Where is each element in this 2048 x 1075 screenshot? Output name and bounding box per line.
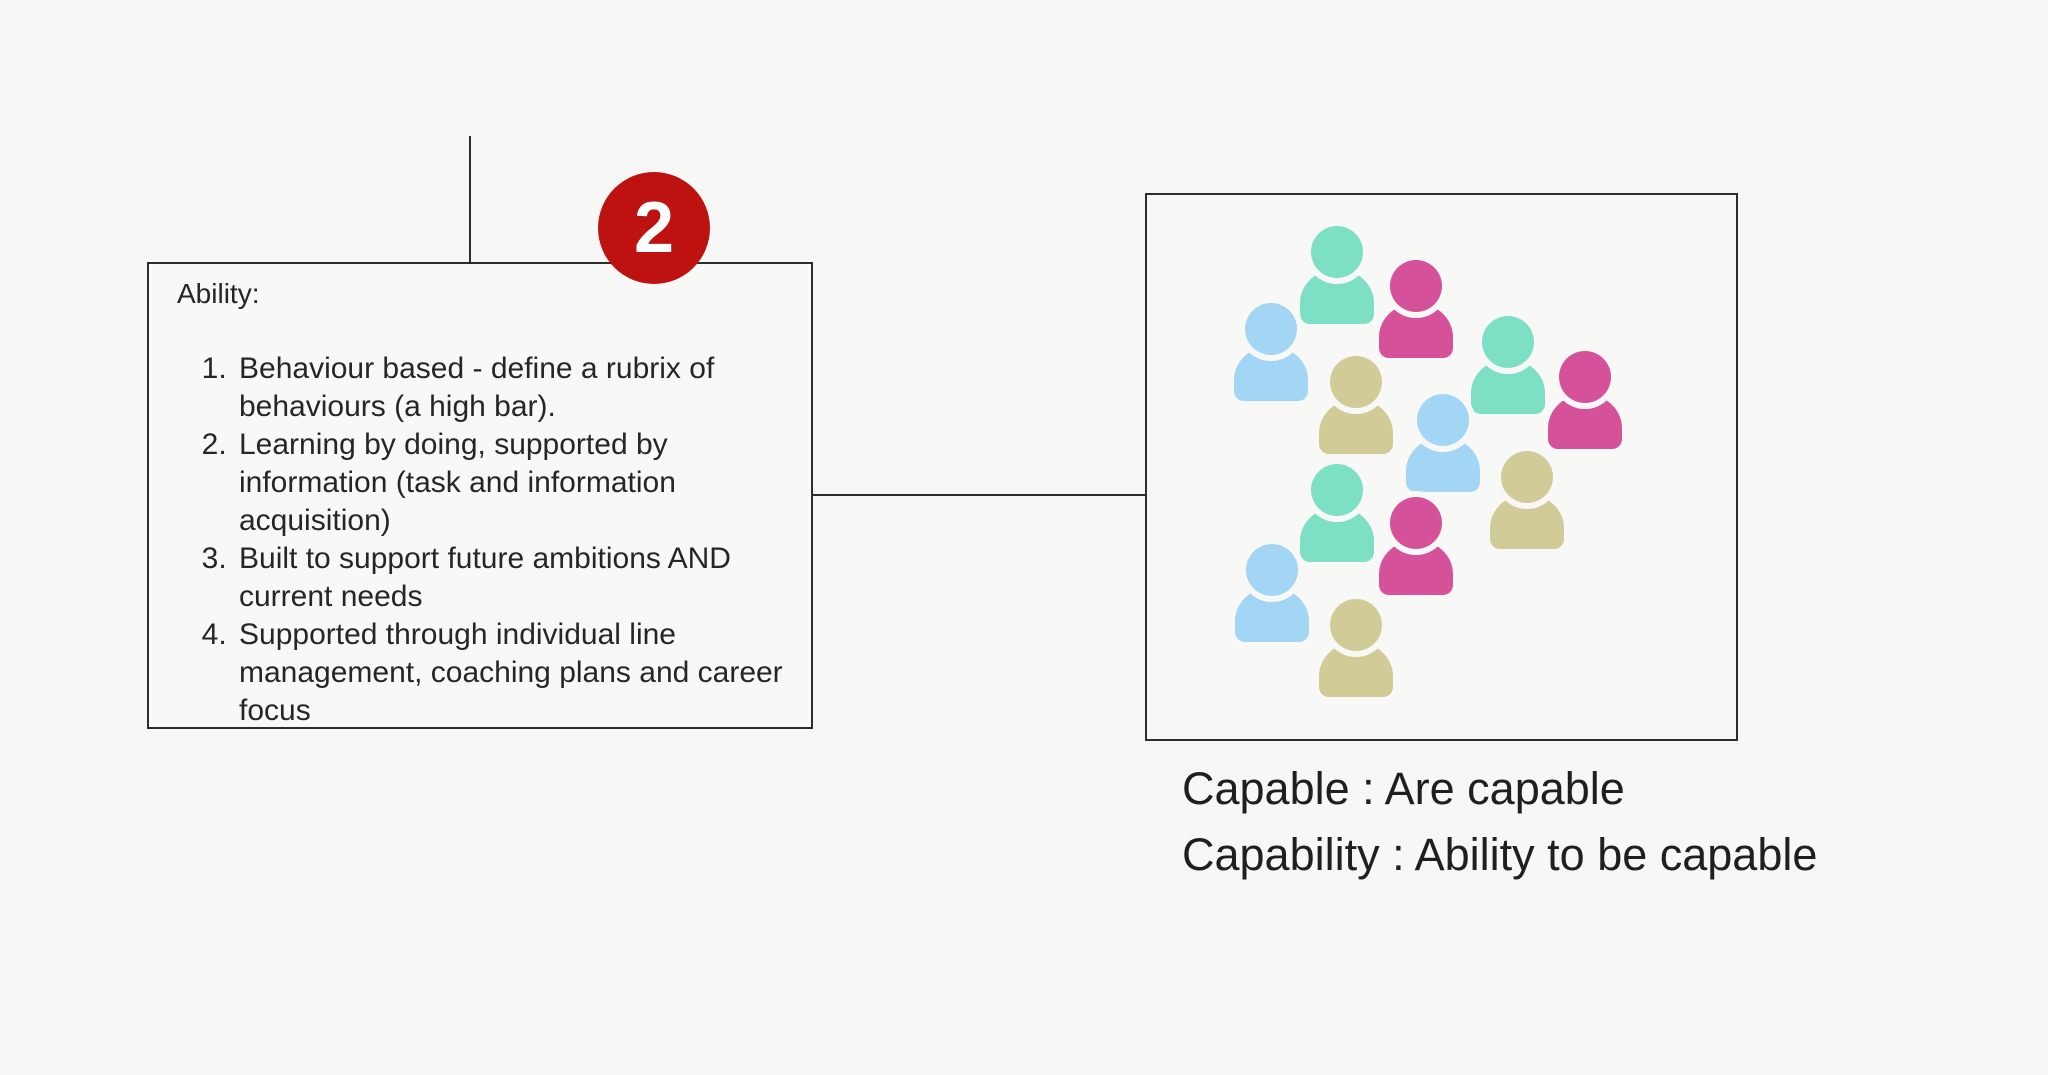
person-torso: [1234, 346, 1308, 401]
person-icon[interactable]: [1300, 464, 1374, 562]
caption-line-capable: Capable : Are capable: [1182, 763, 1625, 814]
ability-note-title: Ability:: [177, 278, 260, 309]
person-head: [1330, 599, 1382, 651]
person-head: [1417, 394, 1469, 446]
person-icon[interactable]: [1319, 599, 1393, 697]
person-head: [1501, 451, 1553, 503]
connector-line-horizontal: [813, 494, 1146, 496]
people-box[interactable]: [1145, 193, 1738, 741]
step-number-badge[interactable]: 2: [598, 172, 710, 284]
ability-note-item: Behaviour based - define a rubrix of beh…: [235, 350, 793, 426]
person-head: [1390, 497, 1442, 549]
person-torso: [1471, 359, 1545, 414]
person-torso: [1548, 394, 1622, 449]
person-icon[interactable]: [1319, 356, 1393, 454]
person-head: [1246, 544, 1298, 596]
person-torso: [1319, 399, 1393, 454]
person-head: [1330, 356, 1382, 408]
person-torso: [1406, 437, 1480, 492]
ability-note-box[interactable]: Ability: Behaviour based - define a rubr…: [147, 262, 813, 729]
person-torso: [1379, 540, 1453, 595]
connector-line-vertical: [469, 136, 471, 263]
ability-note-list: Behaviour based - define a rubrix of beh…: [177, 350, 793, 730]
person-icon[interactable]: [1548, 351, 1622, 449]
person-icon[interactable]: [1490, 451, 1564, 549]
ability-note-item: Built to support future ambitions AND cu…: [235, 540, 793, 616]
caption: Capable : Are capable Capability : Abili…: [1182, 756, 1817, 888]
person-icon[interactable]: [1379, 497, 1453, 595]
ability-note-item: Learning by doing, supported by informat…: [235, 426, 793, 540]
person-head: [1390, 260, 1442, 312]
person-icon[interactable]: [1300, 226, 1374, 324]
person-torso: [1379, 303, 1453, 358]
person-head: [1245, 303, 1297, 355]
person-torso: [1319, 642, 1393, 697]
person-icon[interactable]: [1471, 316, 1545, 414]
person-torso: [1300, 269, 1374, 324]
person-icon[interactable]: [1379, 260, 1453, 358]
person-torso: [1235, 587, 1309, 642]
step-number-label: 2: [633, 188, 675, 268]
ability-note-item: Supported through individual line manage…: [235, 616, 793, 730]
person-torso: [1300, 507, 1374, 562]
person-head: [1311, 464, 1363, 516]
caption-line-capability: Capability : Ability to be capable: [1182, 829, 1818, 880]
person-head: [1559, 351, 1611, 403]
person-icon[interactable]: [1234, 303, 1308, 401]
person-torso: [1490, 494, 1564, 549]
person-icon[interactable]: [1406, 394, 1480, 492]
person-head: [1311, 226, 1363, 278]
person-head: [1482, 316, 1534, 368]
person-icon[interactable]: [1235, 544, 1309, 642]
